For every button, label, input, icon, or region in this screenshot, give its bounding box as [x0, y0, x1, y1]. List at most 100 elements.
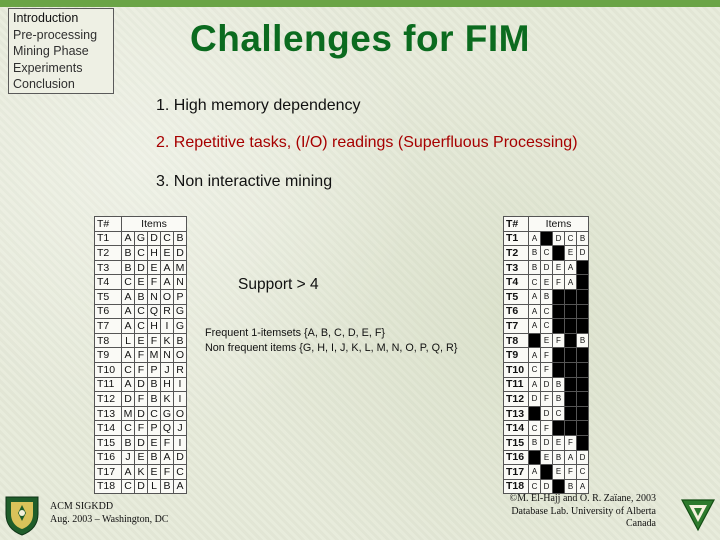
transaction-id: T11: [94, 376, 122, 393]
transaction-id: T16: [94, 449, 122, 466]
item-cell: P: [173, 288, 187, 305]
removed-item-cell: [552, 361, 565, 378]
removed-item-cell: [564, 288, 577, 305]
transaction-id: T10: [94, 361, 122, 378]
item-cell: F: [540, 391, 553, 407]
transaction-id: T5: [503, 288, 529, 305]
removed-item-cell: [576, 420, 589, 436]
transaction-id: T7: [94, 318, 122, 334]
item-cell: C: [134, 245, 148, 261]
item-cell: F: [564, 464, 577, 480]
item-cell: F: [552, 332, 565, 349]
item-cell: D: [134, 405, 148, 422]
item-cell: A: [528, 347, 541, 363]
bullet-noninteractive: 3. Non interactive mining: [156, 173, 333, 190]
item-cell: G: [134, 230, 148, 247]
item-cell: M: [173, 259, 187, 276]
copyright-footer: ©M. El-Hajj and O. R. Zaïane, 2003 Datab…: [460, 493, 656, 531]
removed-item-cell: [576, 259, 589, 276]
item-cell: C: [121, 478, 135, 495]
removed-item-cell: [576, 361, 589, 378]
conference-footer: ACM SIGKDD Aug. 2003 – Washington, DC: [50, 500, 168, 526]
transaction-id: T14: [94, 420, 122, 436]
top-accent-bar: [0, 0, 720, 7]
transaction-id: T2: [94, 245, 122, 261]
item-cell: E: [540, 332, 553, 349]
item-cell: Q: [147, 303, 161, 320]
transaction-id: T15: [94, 434, 122, 451]
item-cell: B: [552, 449, 565, 466]
removed-item-cell: [564, 376, 577, 393]
transaction-id: T12: [503, 391, 529, 407]
item-cell: C: [160, 230, 174, 247]
item-cell: E: [552, 434, 565, 451]
removed-item-cell: [552, 245, 565, 261]
nav-item-experiments[interactable]: Experiments: [13, 60, 83, 75]
nav-item-pre-processing[interactable]: Pre-processing: [13, 27, 98, 42]
item-cell: E: [147, 259, 161, 276]
removed-item-cell: [528, 449, 541, 466]
transaction-id: T3: [94, 259, 122, 276]
item-cell: F: [160, 464, 174, 480]
item-cell: E: [160, 245, 174, 261]
item-cell: O: [173, 405, 187, 422]
item-cell: I: [173, 391, 187, 407]
item-cell: C: [528, 361, 541, 378]
item-cell: D: [173, 449, 187, 466]
nav-item-introduction[interactable]: Introduction: [13, 11, 79, 25]
item-cell: D: [134, 434, 148, 451]
transaction-id: T3: [503, 259, 529, 276]
item-cell: L: [121, 332, 135, 349]
transaction-id: T13: [503, 405, 529, 422]
item-cell: I: [160, 318, 174, 334]
item-cell: C: [134, 303, 148, 320]
item-cell: A: [528, 230, 541, 247]
transaction-id: T9: [503, 347, 529, 363]
item-cell: B: [552, 376, 565, 393]
removed-item-cell: [564, 303, 577, 320]
item-cell: F: [147, 332, 161, 349]
item-cell: D: [576, 449, 589, 466]
transaction-id: T6: [94, 303, 122, 320]
item-cell: F: [540, 420, 553, 436]
item-cell: K: [160, 332, 174, 349]
item-cell: B: [147, 449, 161, 466]
frequent-itemsets: Frequent 1-itemsets {A, B, C, D, E, F}: [205, 327, 386, 339]
transaction-id: T1: [503, 230, 529, 247]
item-cell: B: [540, 288, 553, 305]
item-cell: C: [121, 420, 135, 436]
item-cell: B: [134, 288, 148, 305]
item-cell: H: [147, 318, 161, 334]
transaction-id: T7: [503, 318, 529, 334]
transaction-id: T11: [503, 376, 529, 393]
item-cell: H: [147, 245, 161, 261]
item-cell: F: [552, 274, 565, 290]
item-cell: H: [160, 376, 174, 393]
item-cell: A: [576, 478, 589, 495]
nav-item-mining-phase[interactable]: Mining Phase: [13, 44, 89, 59]
item-cell: B: [147, 376, 161, 393]
item-cell: A: [564, 449, 577, 466]
removed-item-cell: [576, 376, 589, 393]
transaction-id: T10: [503, 361, 529, 378]
removed-item-cell: [552, 318, 565, 334]
item-cell: R: [173, 361, 187, 378]
nav-item-conclusion[interactable]: Conclusion: [13, 77, 75, 92]
item-cell: A: [528, 288, 541, 305]
conference-name: ACM SIGKDD: [50, 501, 114, 512]
item-cell: A: [528, 376, 541, 393]
item-cell: G: [173, 318, 187, 334]
